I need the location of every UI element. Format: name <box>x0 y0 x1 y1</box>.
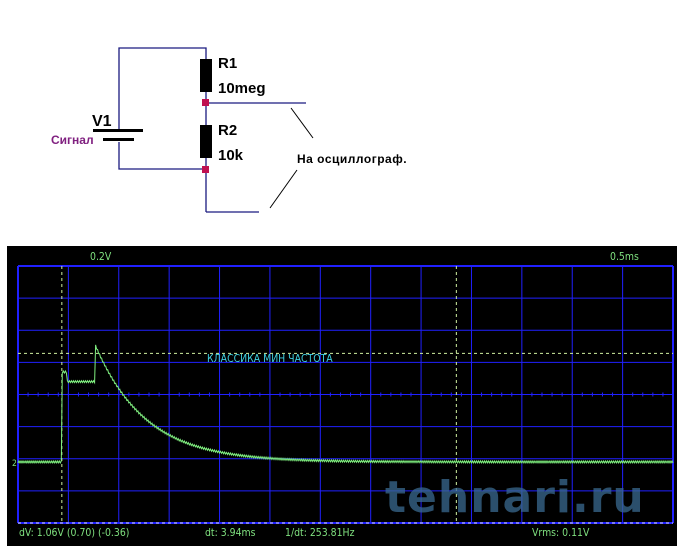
battery-plate-short <box>103 138 134 141</box>
r1-name: R1 <box>218 55 238 72</box>
source-name: V1 <box>92 113 112 130</box>
volts-per-div: 0.2V <box>90 250 112 263</box>
r2-name: R2 <box>218 122 238 139</box>
circuit-schematic <box>93 47 314 213</box>
watermark: tehnari.ru <box>385 472 645 523</box>
battery-plate-long <box>93 129 143 132</box>
dv-readout: dV: 1.06V (0.70) (-0.36) <box>19 526 130 539</box>
resistor-r1 <box>200 59 212 92</box>
channel-marker: 2 <box>12 459 17 469</box>
scope-plot <box>17 265 674 524</box>
probe-note: На осциллограф. <box>297 152 408 166</box>
dt-readout: dt: 3.94ms <box>205 526 256 539</box>
waveform-trace <box>17 344 674 465</box>
vrms-readout: Vrms: 0.11V <box>532 526 590 539</box>
junction-node <box>202 99 209 106</box>
junction-node <box>202 166 209 173</box>
time-per-div: 0.5ms <box>610 250 639 263</box>
r2-value: 10k <box>218 147 244 164</box>
oscilloscope-screen: 0.2V 0.5ms КЛАССИКА МИН ЧАСТОТА 2 tehnar… <box>7 246 677 546</box>
resistor-r2 <box>200 125 212 158</box>
freq-readout: 1/dt: 253.81Hz <box>285 526 355 539</box>
r1-value: 10meg <box>218 80 266 97</box>
source-label: Сигнал <box>51 133 94 147</box>
scope-title: КЛАССИКА МИН ЧАСТОТА <box>207 352 333 365</box>
